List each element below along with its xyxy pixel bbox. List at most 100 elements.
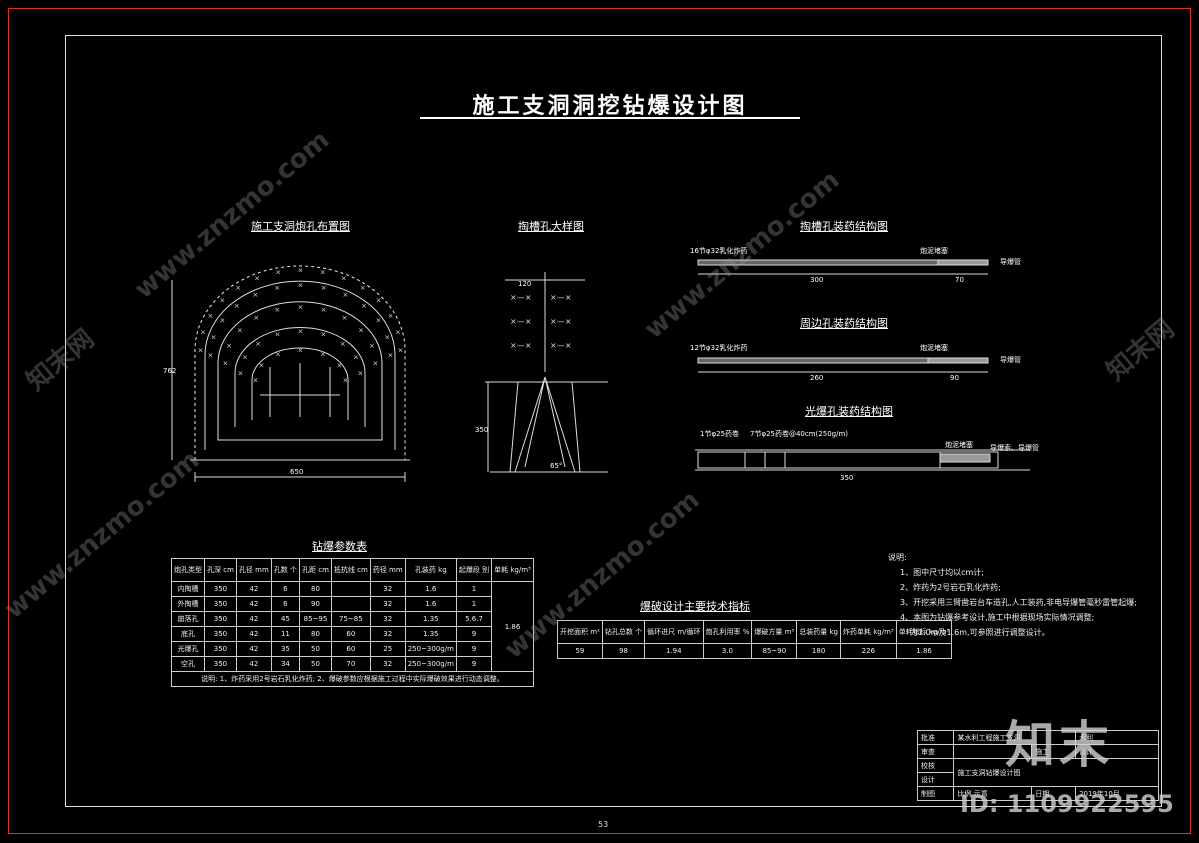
drill-cell: 42 [235, 641, 272, 657]
tech-value-cell: 98 [601, 643, 646, 659]
drill-cell [330, 596, 371, 612]
drill-cell: 11 [270, 626, 301, 642]
svg-text:120: 120 [518, 280, 531, 288]
svg-text:300: 300 [810, 276, 823, 284]
svg-text:×—×: ×—× [510, 341, 531, 350]
svg-text:×: × [275, 331, 281, 339]
drill-cell: 1 [455, 596, 493, 612]
svg-text:×: × [342, 314, 348, 322]
drill-cell: 70 [330, 656, 371, 672]
drill-header-cell: 单耗 kg/m³ [491, 558, 534, 582]
svg-text:×: × [254, 274, 260, 282]
drill-cell: 35 [270, 641, 301, 657]
drill-cell: 60 [330, 641, 371, 657]
svg-text:×: × [376, 297, 382, 305]
svg-text:×: × [275, 269, 281, 277]
svg-text:×: × [207, 312, 213, 320]
drill-cell: 350 [204, 581, 237, 597]
drill-cell: 9 [455, 626, 493, 642]
drill-header-cell: 起爆段 别 [455, 558, 493, 582]
drill-cell: 50 [299, 641, 332, 657]
tb-approve: 批准 [916, 730, 955, 745]
svg-text:×: × [298, 267, 304, 275]
drill-header-cell: 孔距 cm [299, 558, 332, 582]
svg-text:×: × [242, 353, 248, 361]
drill-cell: 32 [369, 611, 406, 627]
note-1: 1、图中尺寸均以cm计; [900, 568, 984, 577]
drill-cell: 1 [455, 581, 493, 597]
svg-text:16节φ32乳化炸药: 16节φ32乳化炸药 [690, 246, 747, 255]
watermark-id: ID: 1109922595 [960, 790, 1174, 818]
drill-cell: 34 [270, 656, 301, 672]
svg-text:×—×: ×—× [510, 293, 531, 302]
cut-detail-drawing: 120 350 65° ×—××—× ×—××—× ×—××—× [475, 272, 608, 473]
svg-text:12节φ32乳化炸药: 12节φ32乳化炸药 [690, 343, 747, 352]
svg-text:×: × [234, 302, 240, 310]
svg-text:×: × [238, 370, 244, 378]
svg-text:×: × [219, 297, 225, 305]
drill-cell: 1.35 [404, 611, 457, 627]
watermark-logo: 知末 [1005, 716, 1113, 774]
drill-cell: 42 [235, 581, 272, 597]
svg-text:×: × [298, 304, 304, 312]
perimeter-charge-title: 周边孔装药结构图 [800, 317, 888, 330]
drill-cell: 350 [204, 641, 237, 657]
svg-text:×: × [237, 327, 243, 335]
svg-text:×: × [253, 314, 259, 322]
drill-header-cell: 抵抗线 cm [330, 558, 371, 582]
note-2: 2、炸药为2号岩石乳化炸药; [900, 583, 1001, 592]
svg-text:×: × [298, 282, 304, 290]
drill-cell: 9 [455, 641, 493, 657]
svg-text:×: × [395, 329, 401, 337]
svg-text:×: × [321, 284, 327, 292]
svg-text:×—×: ×—× [510, 317, 531, 326]
tech-table-title: 爆破设计主要技术指标 [640, 600, 750, 613]
drill-cell: 75~85 [330, 611, 371, 627]
drill-cell: 6 [270, 596, 301, 612]
svg-text:×: × [275, 351, 281, 359]
drill-header-cell: 孔装药 kg [404, 558, 457, 582]
svg-text:×: × [341, 274, 347, 282]
svg-text:×: × [274, 306, 280, 314]
svg-text:×: × [320, 351, 326, 359]
svg-text:×: × [253, 377, 259, 385]
svg-text:650: 650 [290, 468, 303, 476]
svg-text:×: × [384, 333, 390, 341]
tech-value-cell: 85~90 [751, 643, 798, 659]
drill-header-cell: 孔径 mm [235, 558, 272, 582]
drill-table-footnote: 说明: 1、炸药采用2号岩石乳化炸药; 2、爆破参数应根据施工过程中实际爆破效果… [171, 671, 534, 687]
drill-cell: 350 [204, 596, 237, 612]
svg-text:×: × [320, 331, 326, 339]
svg-text:×: × [340, 340, 346, 348]
svg-text:65°: 65° [550, 462, 562, 470]
drill-cell: 崩落孔 [171, 611, 205, 627]
drill-header-cell: 药径 mm [369, 558, 406, 582]
svg-text:×: × [259, 362, 265, 370]
svg-text:×: × [388, 352, 394, 360]
drill-cell: 350 [204, 611, 237, 627]
svg-text:×—×: ×—× [550, 293, 571, 302]
svg-text:90: 90 [950, 374, 959, 382]
svg-text:260: 260 [810, 374, 823, 382]
drill-table-title: 钻爆参数表 [312, 540, 367, 553]
page-number: 53 [598, 820, 609, 829]
svg-text:×: × [336, 362, 342, 370]
svg-text:×: × [358, 327, 364, 335]
svg-text:×: × [320, 269, 326, 277]
tech-header-cell: 开挖面积 m² [557, 620, 603, 644]
drawing-outer-frame [8, 8, 1191, 834]
svg-text:炮泥堵塞: 炮泥堵塞 [945, 440, 973, 449]
svg-text:×: × [223, 360, 229, 368]
face-layout-title: 施工支洞炮孔布置图 [251, 220, 350, 233]
svg-text:1节φ25药卷: 1节φ25药卷 [700, 429, 739, 438]
drill-cell: 50 [299, 656, 332, 672]
tech-value-cell: 226 [839, 643, 897, 659]
tech-value-cell: 1.86 [895, 643, 953, 659]
drill-cell: 底孔 [171, 626, 205, 642]
